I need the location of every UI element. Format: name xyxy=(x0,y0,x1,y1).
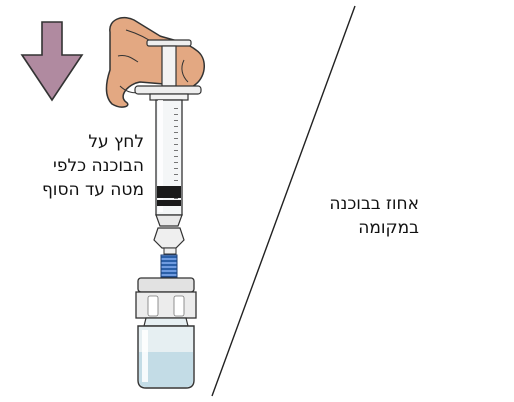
vial-left xyxy=(136,278,196,388)
plunger-stopper xyxy=(157,186,181,198)
arrow-down-icon xyxy=(22,22,82,100)
left-panel xyxy=(22,18,204,388)
barrel-flange xyxy=(135,86,201,94)
caption-press-plunger: לחץ על הבוכנה כלפי מטה עד הסוף xyxy=(42,130,144,202)
caption-left-line-3: מטה עד הסוף xyxy=(42,178,144,202)
connector-left xyxy=(154,228,184,277)
caption-left-line-2: הבוכנה כלפי xyxy=(42,154,144,178)
caption-right-line-2: במקומה xyxy=(329,216,419,240)
blue-spring-left xyxy=(161,255,177,277)
caption-hold-plunger: אחוז בבוכנה במקומה xyxy=(329,192,419,240)
caption-left-line-1: לחץ על xyxy=(42,130,144,154)
plunger-flange-top xyxy=(147,40,191,46)
syringe-barrel-left xyxy=(156,100,182,226)
caption-right-line-1: אחוז בבוכנה xyxy=(329,192,419,216)
plunger-rod xyxy=(162,46,176,86)
